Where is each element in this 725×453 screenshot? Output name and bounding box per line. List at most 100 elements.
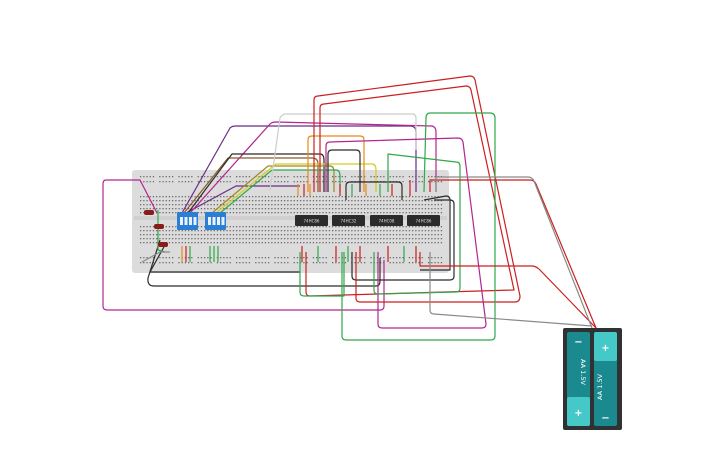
breadboard-hole bbox=[440, 262, 443, 264]
wire-black-right[interactable] bbox=[351, 199, 455, 281]
breadboard-hole bbox=[389, 226, 391, 228]
wire-gray-to-battery-2[interactable] bbox=[429, 252, 593, 327]
breadboard-hole bbox=[181, 181, 183, 183]
breadboard-hole bbox=[188, 176, 190, 178]
battery-cell-right: + − AA 1.5V bbox=[594, 332, 617, 426]
breadboard-hole bbox=[287, 226, 289, 228]
breadboard-hole bbox=[245, 176, 247, 178]
breadboard-hole bbox=[239, 257, 241, 259]
breadboard-hole bbox=[156, 196, 158, 198]
breadboard-hole bbox=[370, 238, 372, 240]
breadboard-hole bbox=[280, 176, 283, 178]
breadboard-hole bbox=[370, 176, 372, 178]
wire-black-3[interactable] bbox=[345, 181, 403, 200]
breadboard-hole bbox=[296, 176, 299, 178]
breadboard-hole bbox=[431, 212, 433, 214]
led-red-1[interactable] bbox=[144, 210, 154, 215]
breadboard-hole bbox=[188, 242, 190, 244]
wire-red-top-1[interactable] bbox=[313, 75, 521, 303]
breadboard-hole bbox=[306, 234, 308, 236]
wire-black-bottom-loop[interactable] bbox=[147, 239, 381, 287]
breadboard-hole bbox=[200, 257, 203, 259]
breadboard-hole bbox=[200, 230, 203, 232]
breadboard-hole bbox=[335, 204, 337, 206]
wire-green-left[interactable] bbox=[157, 210, 166, 253]
wire-olive-1[interactable] bbox=[211, 165, 335, 214]
ic-chip-1[interactable]: 74HC86 bbox=[295, 215, 328, 226]
breadboard-hole bbox=[293, 257, 295, 259]
breadboard-hole bbox=[440, 212, 443, 214]
breadboard-hole bbox=[271, 208, 273, 210]
wire-orange-1[interactable] bbox=[307, 135, 365, 192]
breadboard-hole bbox=[376, 230, 379, 232]
breadboard-hole bbox=[434, 234, 436, 236]
breadboard-hole bbox=[399, 212, 401, 214]
led-red-2[interactable] bbox=[154, 224, 164, 229]
wire-green-mid[interactable] bbox=[373, 153, 461, 295]
wire-red-to-battery[interactable] bbox=[429, 179, 597, 329]
wire-gray-left[interactable] bbox=[141, 251, 170, 263]
breadboard-hole bbox=[415, 208, 417, 210]
breadboard-hole bbox=[328, 196, 331, 198]
breadboard-hole bbox=[172, 181, 174, 183]
ic-chip-2[interactable]: 74HC32 bbox=[332, 215, 365, 226]
breadboard-hole bbox=[229, 257, 231, 259]
wire-black-2[interactable] bbox=[327, 149, 361, 192]
wire-black-bottom-loop-2[interactable] bbox=[149, 244, 300, 273]
wire-gray-to-battery[interactable] bbox=[435, 176, 593, 329]
dip-switch-2[interactable] bbox=[205, 212, 226, 230]
wire-magenta-left-loop[interactable] bbox=[102, 179, 385, 311]
breadboard-hole bbox=[213, 230, 215, 232]
breadboard-hole bbox=[322, 176, 324, 178]
breadboard-hole bbox=[418, 226, 420, 228]
breadboard-hole bbox=[210, 200, 212, 202]
breadboard-hole bbox=[216, 234, 219, 236]
breadboard-hole bbox=[188, 181, 190, 183]
wire-green-right[interactable] bbox=[341, 112, 496, 341]
wire-red-to-battery-2[interactable] bbox=[419, 252, 597, 329]
breadboard-hole bbox=[408, 234, 411, 236]
breadboard-hole bbox=[191, 257, 193, 259]
battery-pack[interactable]: − + AA 1.5V + − AA 1.5V bbox=[563, 328, 622, 430]
breadboard-hole bbox=[172, 234, 174, 236]
breadboard-hole bbox=[149, 242, 151, 244]
breadboard-hole bbox=[319, 212, 321, 214]
breadboard-hole bbox=[402, 234, 404, 236]
breadboard-hole bbox=[376, 196, 379, 198]
wire-lightgray-top[interactable] bbox=[269, 113, 417, 191]
breadboard-hole bbox=[168, 208, 171, 210]
wire-green-dip[interactable] bbox=[219, 169, 341, 214]
breadboard-hole bbox=[322, 230, 324, 232]
wire-green-mid-2[interactable] bbox=[299, 252, 345, 297]
breadboard-hole bbox=[149, 262, 151, 264]
breadboard-hole bbox=[168, 212, 171, 214]
ic-chip-4[interactable]: 74HC86 bbox=[407, 215, 440, 226]
breadboard-hole bbox=[207, 242, 209, 244]
ic-chip-3[interactable]: 74HC08 bbox=[370, 215, 403, 226]
breadboard-hole bbox=[274, 212, 276, 214]
breadboard-hole bbox=[264, 234, 267, 236]
led-red-3[interactable] bbox=[158, 242, 168, 247]
breadboard-hole bbox=[264, 262, 267, 264]
wire-red-top-2[interactable] bbox=[305, 85, 515, 297]
breadboard-hole bbox=[184, 208, 187, 210]
breadboard-hole bbox=[229, 234, 231, 236]
breadboard-hole bbox=[226, 230, 228, 232]
wire-magenta-top-1[interactable] bbox=[189, 121, 437, 214]
breadboard-hole bbox=[287, 234, 289, 236]
dip-switch-1[interactable] bbox=[177, 212, 198, 230]
wire-black-right-2[interactable] bbox=[420, 195, 451, 271]
wire-purple-2[interactable] bbox=[185, 185, 300, 214]
wire-yellow-1[interactable] bbox=[215, 163, 377, 214]
breadboard-hole bbox=[354, 200, 356, 202]
breadboard-hole bbox=[300, 176, 302, 178]
breadboard-hole bbox=[204, 181, 206, 183]
wire-magenta-right[interactable] bbox=[325, 137, 487, 329]
breadboard-hole bbox=[168, 196, 171, 198]
breadboard-hole bbox=[287, 257, 289, 259]
breadboard-hole bbox=[143, 200, 145, 202]
breadboard-hole bbox=[277, 242, 279, 244]
breadboard-hole bbox=[434, 238, 436, 240]
breadboard-hole bbox=[328, 204, 331, 206]
breadboard[interactable] bbox=[132, 170, 449, 273]
